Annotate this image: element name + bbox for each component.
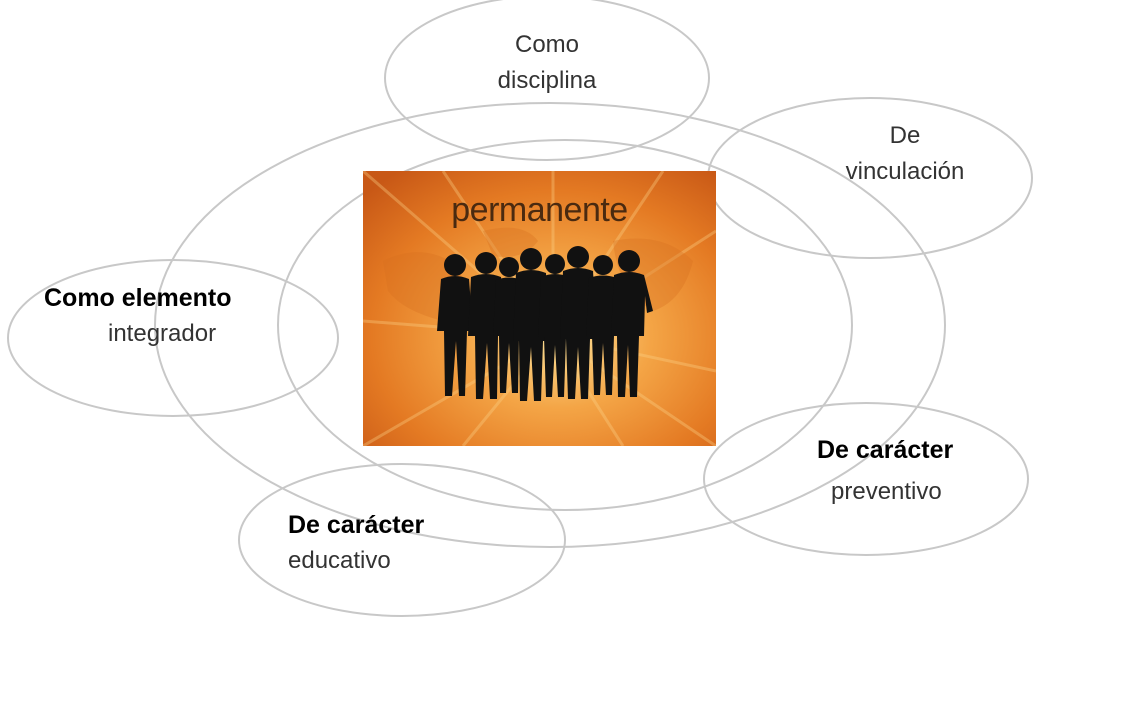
ellipse-integrador	[7, 259, 339, 417]
node-integrador-line2: integrador	[108, 320, 217, 347]
node-preventivo-line1: De carácter	[817, 436, 954, 464]
ellipse-educativo	[238, 463, 566, 617]
center-image: permanente	[363, 171, 716, 446]
node-disciplina: Como disciplina	[467, 27, 627, 99]
node-educativo-line2: educativo	[288, 547, 391, 574]
node-integrador-line1: Como elemento	[44, 284, 232, 312]
node-vinculacion-line2: vinculación	[845, 158, 965, 185]
node-preventivo: De carácter preventivo	[817, 432, 953, 510]
node-vinculacion: De vinculación	[830, 118, 980, 190]
outer-ellipse	[154, 102, 946, 548]
node-preventivo-line2: preventivo	[831, 478, 942, 505]
inner-ellipse	[277, 139, 853, 511]
ellipse-disciplina	[384, 0, 710, 161]
people-silhouette-icon	[363, 171, 716, 446]
node-vinculacion-line1: De	[889, 122, 921, 149]
node-educativo: De carácter educativo	[288, 507, 424, 579]
ellipse-preventivo	[703, 402, 1029, 556]
center-label: permanente	[451, 191, 628, 229]
node-integrador: Como elemento integrador	[44, 280, 232, 352]
node-disciplina-line2: disciplina	[497, 67, 597, 94]
node-disciplina-line1: Como	[514, 31, 580, 58]
node-educativo-line1: De carácter	[288, 511, 425, 539]
